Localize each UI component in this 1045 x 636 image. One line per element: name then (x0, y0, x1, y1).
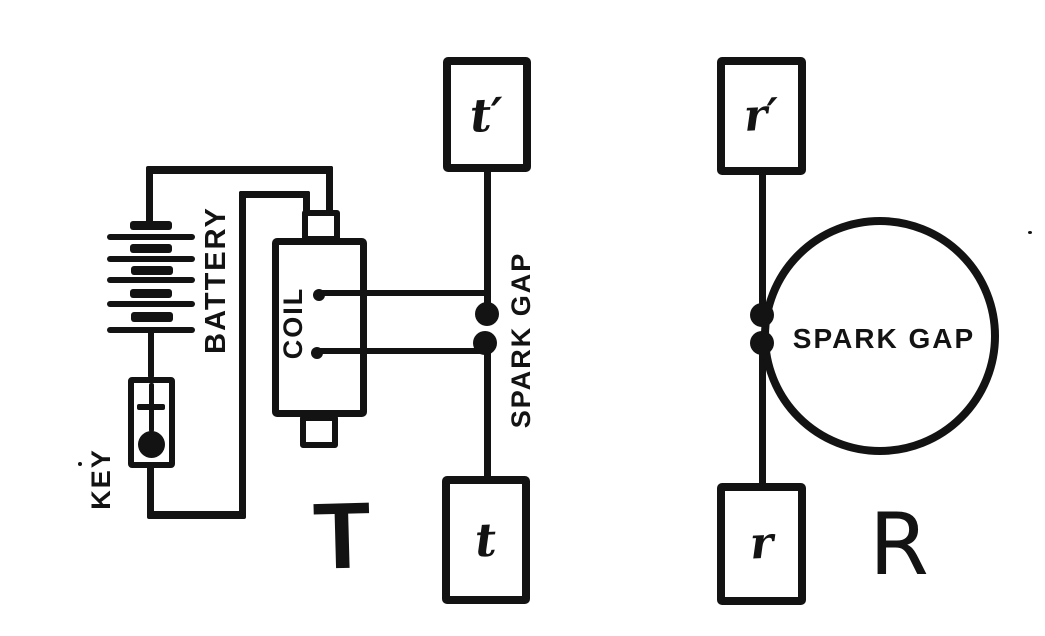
battery-plate-short (131, 266, 173, 275)
coil-label: COIL (277, 286, 308, 360)
wire-r-prime-to-gap (759, 173, 766, 308)
key-knob (138, 431, 165, 458)
terminal-t-prime-label: t′ (468, 86, 506, 143)
terminal-box-t-prime: t′ (443, 57, 531, 172)
station-label-T: T (311, 482, 373, 589)
transmitter-spark-gap-label: SPARK GAP (505, 251, 536, 429)
coil-bottom-terminal (300, 415, 338, 448)
receiver-spark-gap-electrode-bottom (750, 331, 774, 355)
wire-t-prime-to-gap (484, 170, 491, 306)
wire-key-bottom-vertical (147, 465, 154, 519)
wire-battery-top-vertical (146, 167, 153, 225)
terminal-box-r: r (717, 483, 806, 605)
battery-plate-short (130, 244, 172, 253)
key-contact-cross (137, 404, 165, 410)
battery-plate-short (130, 289, 172, 298)
wire-coil-to-gap-bottom (317, 348, 491, 354)
battery-plate-long (107, 256, 195, 262)
wire-gap-to-r (759, 350, 766, 486)
wire-key-return-horizontal (239, 191, 310, 198)
spark-gap-electrode-bottom (473, 331, 497, 355)
battery-plate-long (107, 234, 195, 240)
terminal-box-t: t (442, 476, 530, 604)
wire-battery-top-horizontal (146, 166, 333, 174)
battery-plate-short (131, 312, 173, 322)
battery-label: BATTERY (199, 206, 232, 354)
scan-speck (78, 462, 82, 466)
station-label-R: R (869, 495, 929, 595)
wire-coil-feed-right (326, 166, 333, 214)
wire-coil-to-gap-top (319, 290, 491, 296)
key-label: KEY (85, 448, 116, 510)
terminal-box-r-prime: r′ (717, 57, 806, 175)
receiver-spark-gap-label: SPARK GAP (792, 323, 976, 354)
terminal-r-label: r (748, 517, 775, 570)
terminal-t-label: t (473, 512, 499, 568)
spark-gap-electrode-top (475, 302, 499, 326)
battery-plate-long (107, 327, 195, 333)
wire-gap-to-t (484, 350, 491, 478)
battery-plate-long (107, 301, 195, 307)
scan-speck (1028, 231, 1032, 234)
wire-key-bottom-horizontal (147, 511, 246, 519)
battery-plate-long (107, 277, 195, 283)
wire-key-return-vertical (239, 191, 246, 519)
wire-coil-feed-left (303, 191, 310, 215)
induction-coil (272, 238, 367, 417)
battery-plate-short (130, 221, 172, 230)
receiver-spark-gap-electrode-top (750, 303, 774, 327)
terminal-r-prime-label: r′ (742, 89, 781, 142)
wire-battery-to-key (148, 331, 154, 378)
